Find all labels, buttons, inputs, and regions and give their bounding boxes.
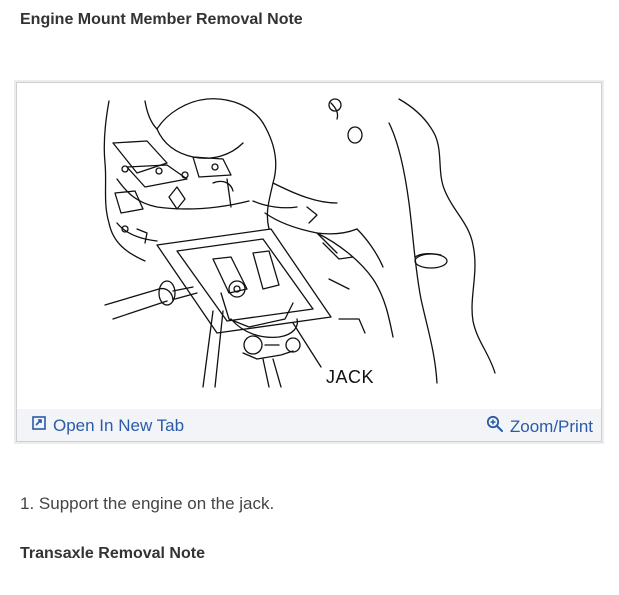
figure-toolbar: Open In New Tab Zoom/Print xyxy=(17,409,601,441)
zoom-print-label: Zoom/Print xyxy=(509,416,593,436)
diagram-image[interactable]: JACK xyxy=(17,83,601,409)
open-in-new-tab-link[interactable]: Open In New Tab xyxy=(31,415,184,436)
open-in-new-tab-label: Open In New Tab xyxy=(53,415,185,435)
section-heading-engine-mount: Engine Mount Member Removal Note xyxy=(20,11,303,28)
zoom-print-link[interactable]: Zoom/Print xyxy=(486,415,593,438)
section-heading-transaxle-removal: Transaxle Removal Note xyxy=(20,545,205,562)
magnifier-plus-icon xyxy=(486,415,504,438)
jack-label: JACK xyxy=(326,367,375,387)
step-1-text: 1. Support the engine on the jack. xyxy=(20,494,275,513)
engine-jack-line-drawing xyxy=(103,98,496,388)
diagram-figure: JACK Open In New Tab xyxy=(16,82,602,442)
open-new-tab-icon xyxy=(31,415,47,436)
